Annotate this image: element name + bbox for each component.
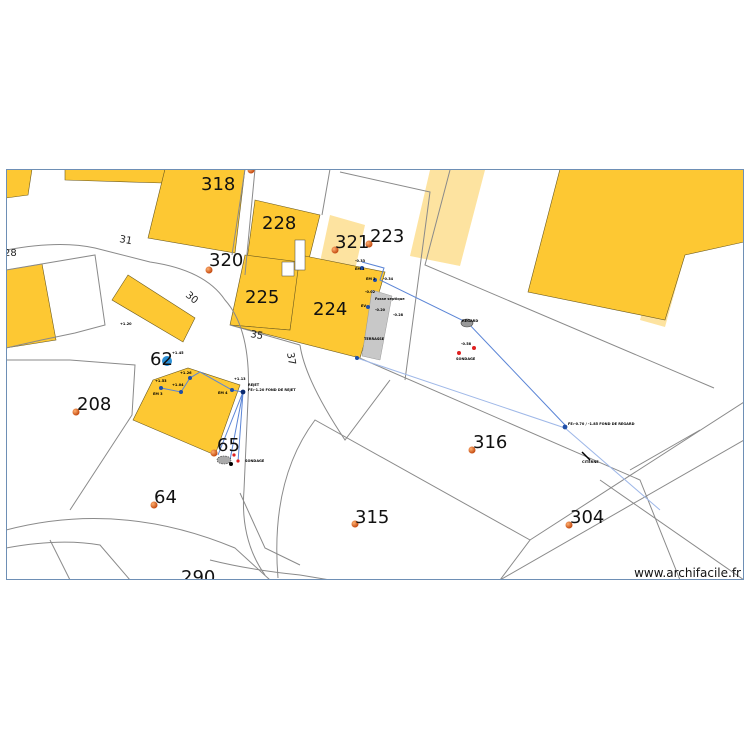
annotation: TERRASSE — [364, 337, 385, 341]
sondage-point — [457, 351, 461, 355]
annotation: +1.45 — [172, 351, 184, 355]
map-frame — [6, 169, 744, 580]
parcel-number: 208 — [77, 394, 111, 415]
annotation: FE:-1.20 FOND DE REJET — [248, 388, 296, 392]
citerne-icon — [581, 451, 591, 461]
annotation: SONDAGE — [456, 357, 476, 361]
annotation: EM 1 — [355, 267, 365, 271]
black-point — [229, 462, 233, 466]
sondage-point — [472, 346, 476, 350]
annotation: +1.04 — [172, 383, 184, 387]
annotation: -0.58 — [461, 342, 472, 346]
parcel-number: 321 — [335, 232, 369, 253]
parcel-number: 224 — [313, 299, 347, 320]
parcel-number: 28 — [4, 248, 17, 259]
parcel-number: 65 — [217, 435, 240, 456]
parcel-number: 62 — [150, 349, 173, 370]
annotation: REGARD — [462, 319, 478, 323]
parcel-number: 304 — [570, 507, 604, 528]
parcel-number: 64 — [154, 487, 177, 508]
blue-marker — [162, 356, 172, 366]
watermark: www.archifacile.fr — [634, 566, 741, 580]
annotation: -0.34 — [383, 277, 394, 281]
annotation: +1.13 — [234, 377, 246, 381]
annotation: +1.26 — [180, 371, 192, 375]
annotation: -0.28 — [393, 313, 404, 317]
parcel-boundaries — [6, 169, 744, 580]
road-label: 31 — [118, 234, 132, 247]
annotation: +1.20 — [120, 322, 132, 326]
septic-tank-icon — [460, 318, 474, 328]
annotation: FE:-0.70 / -1.85 FOND DE REGARD — [568, 422, 635, 426]
road-label: 37 — [284, 352, 297, 366]
annotation: EM 4 — [218, 391, 228, 395]
annotation: EM 2 — [366, 277, 376, 281]
annotation: +1.53 — [155, 379, 167, 383]
road-label: 35 — [249, 329, 263, 342]
small-annex-2 — [281, 261, 295, 277]
parcel-number: 223 — [370, 226, 404, 247]
buildings — [6, 169, 744, 456]
annotation: REJET — [248, 383, 260, 387]
sondage-point — [236, 459, 240, 463]
parcel-number: 225 — [245, 287, 279, 308]
parcel-number: 228 — [262, 213, 296, 234]
annotation: EV — [361, 304, 366, 308]
parcel-number: 290 — [181, 567, 215, 588]
parcel-number: 315 — [355, 507, 389, 528]
drain-points — [159, 266, 568, 430]
parcel-markers — [72, 169, 573, 529]
parcel-number: 318 — [201, 174, 235, 195]
parcel-number: 316 — [473, 432, 507, 453]
small-annex — [294, 239, 306, 271]
annotation: SONDAGE — [245, 459, 265, 463]
annotation: -0.02 — [365, 290, 376, 294]
road-label: 30 — [183, 290, 200, 307]
annotation: -0.33 — [355, 259, 366, 263]
septic-tank-icon-2 — [216, 455, 232, 465]
annotation: Fosse septique — [375, 297, 405, 301]
parcel-number: 320 — [209, 250, 243, 271]
annotation: CITERNE — [582, 460, 599, 464]
annotation: -0.20 — [375, 308, 386, 312]
annotation: EM 3 — [153, 392, 163, 396]
sondage-point — [232, 453, 236, 457]
